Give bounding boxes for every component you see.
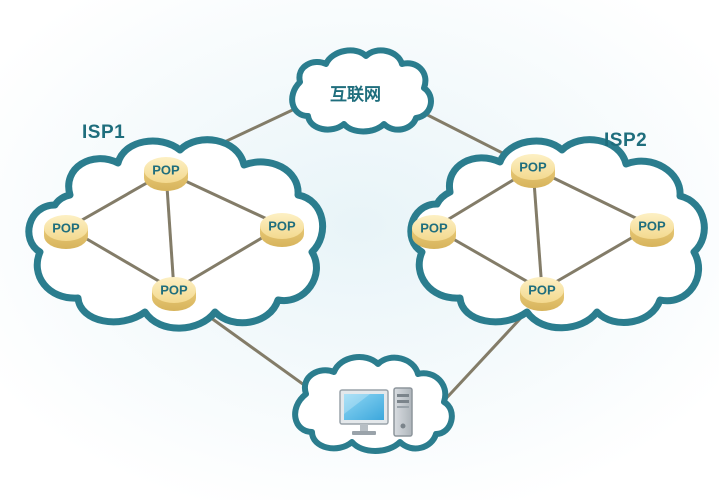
pop-node-isp1-bottom: POP [152,277,196,311]
pop-nodes: POP POP POP POP POP POP POP POP [44,154,674,311]
internet-label: 互联网 [330,85,381,104]
isp2-cloud [407,136,708,332]
pop-label: POP [638,219,666,234]
pop-label: POP [519,160,547,175]
pop-node-isp1-left: POP [44,215,88,249]
isp1-label: ISP1 [82,122,126,143]
internet-cloud [289,47,434,135]
pop-label: POP [52,221,80,236]
pop-node-isp2-right: POP [630,213,674,247]
isp2-link-top-bottom [531,167,544,291]
isp1-cloud [25,136,327,332]
isp1-link-top-bottom [164,171,176,291]
pop-node-isp1-top: POP [144,157,188,191]
pop-node-isp2-top: POP [511,154,555,188]
pop-label: POP [420,221,448,236]
pop-node-isp1-right: POP [260,213,304,247]
pop-label: POP [528,283,556,298]
pop-label: POP [160,283,188,298]
pop-node-isp2-left: POP [412,215,456,249]
pop-node-isp2-bottom: POP [520,277,564,311]
pop-label: POP [152,163,180,178]
isp2-label: ISP2 [604,130,648,151]
pop-label: POP [268,219,296,234]
desktop-computer-icon [339,387,413,437]
